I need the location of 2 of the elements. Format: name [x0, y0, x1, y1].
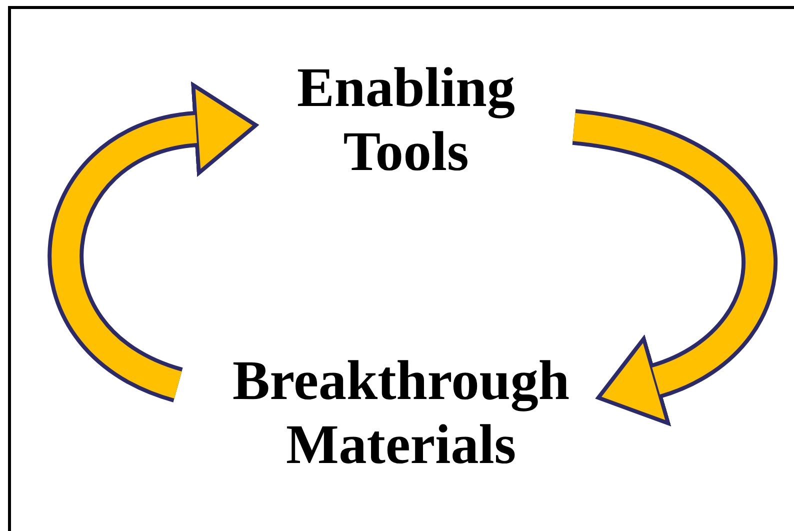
node-label: Breakthrough Materials	[231, 349, 571, 477]
node-label: Enabling Tools	[296, 56, 516, 184]
